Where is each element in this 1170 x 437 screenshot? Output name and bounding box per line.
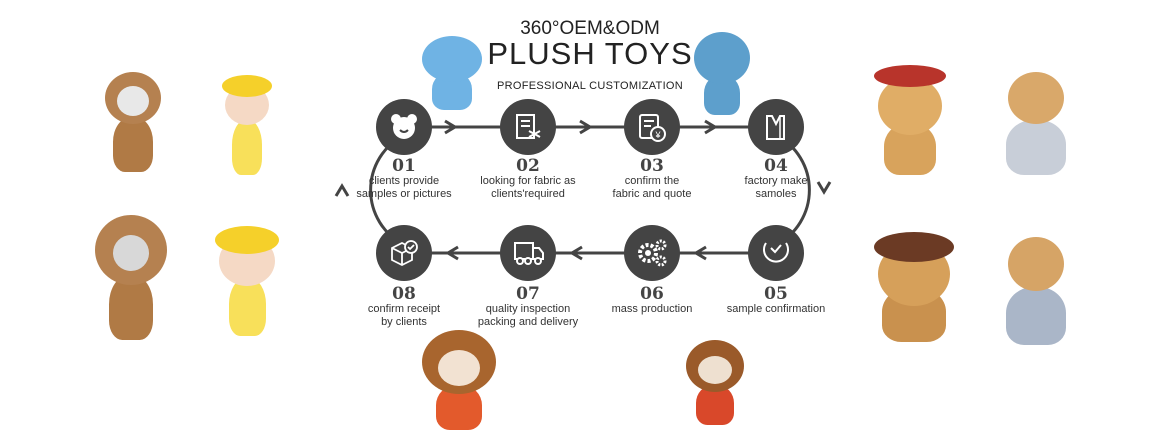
step-label: samples or pictures — [356, 188, 452, 200]
monkey-king-cartoon — [418, 330, 500, 430]
arrow-left-icon — [569, 245, 583, 261]
garment-pattern-icon — [766, 115, 785, 140]
step-label: confirm receipt — [367, 303, 441, 315]
teddy-bear-shirt-plush — [996, 70, 1076, 175]
doll-pineapple-hat-toy — [222, 70, 272, 175]
step-number: 06 — [640, 284, 664, 304]
reindeer-bear-plush — [870, 222, 958, 342]
subtitle: PROFESSIONAL CUSTOMIZATION — [496, 80, 684, 92]
step-number: 03 — [640, 156, 664, 176]
gears-icon — [638, 239, 667, 267]
arrow-right-icon — [444, 119, 458, 135]
plush-dog-toy — [95, 215, 167, 340]
step-label: looking for fabric as — [480, 175, 576, 187]
step-number: 08 — [392, 284, 416, 304]
step-label: quality inspection — [485, 303, 571, 315]
step-04-circle — [748, 99, 804, 155]
step-07-circle — [500, 225, 556, 281]
blue-monster-cartoon — [418, 30, 486, 110]
arrow-up-icon — [334, 183, 350, 197]
svg-text:¥: ¥ — [654, 130, 661, 140]
plush-dog-toy — [103, 72, 163, 172]
step-label: confirm the — [624, 175, 680, 187]
arrow-right-icon — [579, 119, 593, 135]
step-label: packing and delivery — [477, 316, 579, 328]
step-03-circle: ¥ — [624, 99, 680, 155]
doll-pineapple-hat-toy — [215, 218, 280, 336]
step-label: mass production — [611, 303, 693, 315]
monkey-king-plush — [682, 340, 748, 425]
truck-icon — [514, 242, 544, 265]
step-label: factory make — [744, 175, 808, 187]
blue-monster-plush — [692, 30, 752, 115]
step-label: by clients — [381, 316, 427, 328]
step-02-circle — [500, 99, 556, 155]
header-oem-odm: 360°OEM&ODM — [520, 18, 660, 39]
step-label: fabric and quote — [612, 188, 692, 200]
arrow-left-icon — [445, 245, 459, 261]
step-05-circle — [748, 225, 804, 281]
step-number: 02 — [516, 156, 540, 176]
box-check-icon — [391, 240, 418, 267]
step-number: 07 — [516, 284, 540, 304]
check-circle-icon — [763, 242, 789, 263]
step-label: clients'required — [491, 188, 565, 200]
arrow-left-icon — [693, 245, 707, 261]
reindeer-bear-plush — [874, 65, 946, 175]
step-number: 04 — [764, 156, 788, 176]
page-title: PLUSH TOYS — [487, 36, 693, 71]
step-label: samoles — [755, 188, 797, 200]
arrow-down-icon — [816, 181, 832, 195]
step-label: sample confirmation — [726, 303, 826, 315]
document-shuffle-icon — [516, 114, 541, 139]
step-08-circle — [376, 225, 432, 281]
step-number: 01 — [392, 156, 416, 176]
step-number: 05 — [764, 284, 788, 304]
arrow-right-icon — [704, 119, 718, 135]
bear-icon — [391, 114, 417, 139]
step-06-circle — [624, 225, 680, 281]
invoice-yen-icon: ¥ — [639, 114, 666, 142]
step-label: clients provide — [368, 175, 440, 187]
teddy-bear-shirt-plush — [996, 235, 1076, 345]
step-01-circle — [376, 99, 432, 155]
